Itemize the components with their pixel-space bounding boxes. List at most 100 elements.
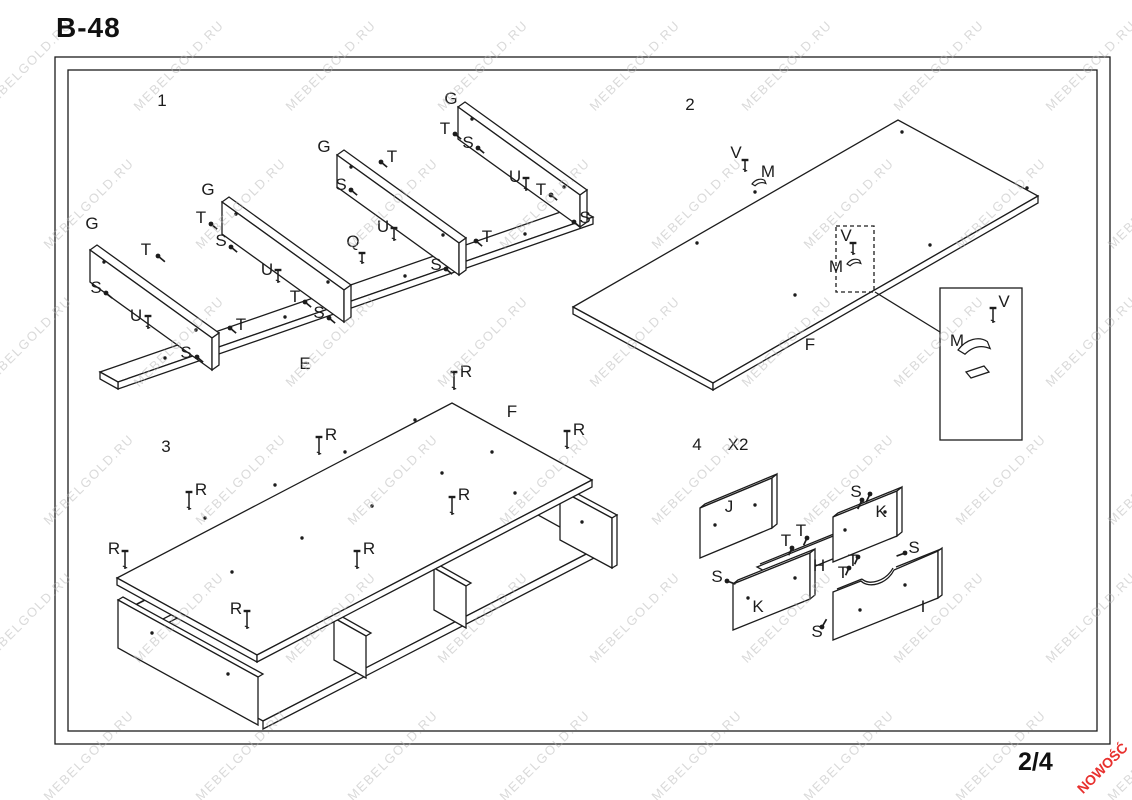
- screw-icon: [989, 306, 997, 323]
- screw-hole: [1025, 186, 1029, 190]
- screw-hole: [843, 528, 847, 532]
- drawer-side-K: [832, 485, 903, 563]
- page-number: 2/4: [1018, 748, 1053, 776]
- side-rail-G: [88, 244, 221, 372]
- screw-icon: [787, 545, 795, 556]
- screw-hole: [440, 471, 444, 475]
- screw-hole: [226, 672, 230, 676]
- screw-hole: [102, 260, 106, 264]
- screw-hole: [194, 328, 198, 332]
- screw-hole: [746, 596, 750, 600]
- screw-hole: [234, 212, 238, 216]
- screw-hole: [163, 356, 167, 360]
- screw-icon: [522, 176, 530, 191]
- detail-inset-box: [939, 287, 1023, 441]
- screw-icon: [155, 253, 166, 263]
- screw-icon: [443, 266, 453, 275]
- screw-icon: [548, 192, 558, 201]
- screw-hole: [441, 233, 445, 237]
- screw-icon: [121, 549, 129, 569]
- screw-hole: [150, 631, 154, 635]
- screw-hole: [928, 243, 932, 247]
- screw-icon: [849, 241, 857, 255]
- screw-hole: [713, 523, 717, 527]
- screw-icon: [475, 145, 485, 154]
- screw-icon: [194, 354, 204, 363]
- screw-hole: [413, 418, 417, 422]
- screw-hole: [580, 520, 584, 524]
- screw-icon: [473, 238, 483, 247]
- step2-drawing: [571, 119, 1040, 441]
- bracket-icon: [751, 178, 767, 187]
- screw-hole: [370, 504, 374, 508]
- bracket-icon: [957, 338, 992, 355]
- screw-hole: [230, 570, 234, 574]
- screw-hole: [283, 315, 287, 319]
- fastener-layer: [102, 117, 1029, 676]
- screw-hole: [883, 510, 887, 514]
- screw-icon: [857, 497, 865, 510]
- bracket-plate: [964, 365, 991, 379]
- screw-icon: [378, 159, 388, 168]
- side-rail-G: [456, 101, 589, 229]
- screw-icon: [185, 490, 193, 510]
- screw-hole: [470, 117, 474, 121]
- screw-icon: [563, 429, 571, 449]
- screw-hole: [858, 608, 862, 612]
- screw-hole: [695, 241, 699, 245]
- screw-icon: [450, 370, 458, 390]
- callout-leader-line: [874, 291, 941, 333]
- screw-hole: [523, 232, 527, 236]
- drawer-back-J: [699, 472, 778, 559]
- screw-icon: [243, 609, 251, 629]
- screw-icon: [302, 299, 312, 308]
- panel-F: [115, 402, 594, 664]
- screw-icon: [144, 314, 152, 329]
- screw-hole: [326, 280, 330, 284]
- screw-hole: [300, 536, 304, 540]
- screw-icon: [390, 226, 398, 241]
- screw-icon: [844, 565, 852, 576]
- screw-icon: [103, 290, 113, 299]
- screw-icon: [326, 315, 336, 324]
- screw-icon: [571, 219, 581, 228]
- screw-icon: [227, 325, 237, 334]
- detail-callout-box: [835, 225, 875, 293]
- drawer-side-K: [732, 547, 816, 631]
- step1-drawing: [88, 101, 595, 391]
- screw-icon: [853, 554, 861, 565]
- screw-hole: [753, 190, 757, 194]
- bracket-icon: [846, 258, 862, 267]
- screw-hole: [900, 130, 904, 134]
- screw-hole: [513, 491, 517, 495]
- screw-hole: [903, 583, 907, 587]
- screw-hole: [273, 483, 277, 487]
- step4-drawing: [699, 472, 943, 641]
- side-rail-G: [335, 149, 468, 277]
- screw-hole: [203, 516, 207, 520]
- screw-icon: [353, 549, 361, 569]
- screw-icon: [208, 221, 218, 230]
- screw-icon: [228, 244, 238, 253]
- screw-hole: [753, 503, 757, 507]
- drawer-front-I: [832, 546, 943, 641]
- screw-icon: [348, 187, 358, 196]
- model-title: B-48: [56, 12, 121, 43]
- screw-icon: [865, 491, 873, 503]
- screw-icon: [448, 495, 456, 515]
- screw-icon: [896, 550, 908, 557]
- screw-hole: [349, 165, 353, 169]
- screw-icon: [315, 435, 323, 455]
- screw-hole: [793, 576, 797, 580]
- screw-icon: [358, 251, 366, 264]
- screw-icon: [274, 268, 282, 283]
- screw-icon: [802, 535, 810, 546]
- screw-icon: [724, 578, 736, 585]
- screw-hole: [490, 450, 494, 454]
- side-rail-G: [220, 196, 353, 324]
- screw-hole: [793, 293, 797, 297]
- screw-hole: [403, 274, 407, 278]
- screw-icon: [819, 618, 828, 630]
